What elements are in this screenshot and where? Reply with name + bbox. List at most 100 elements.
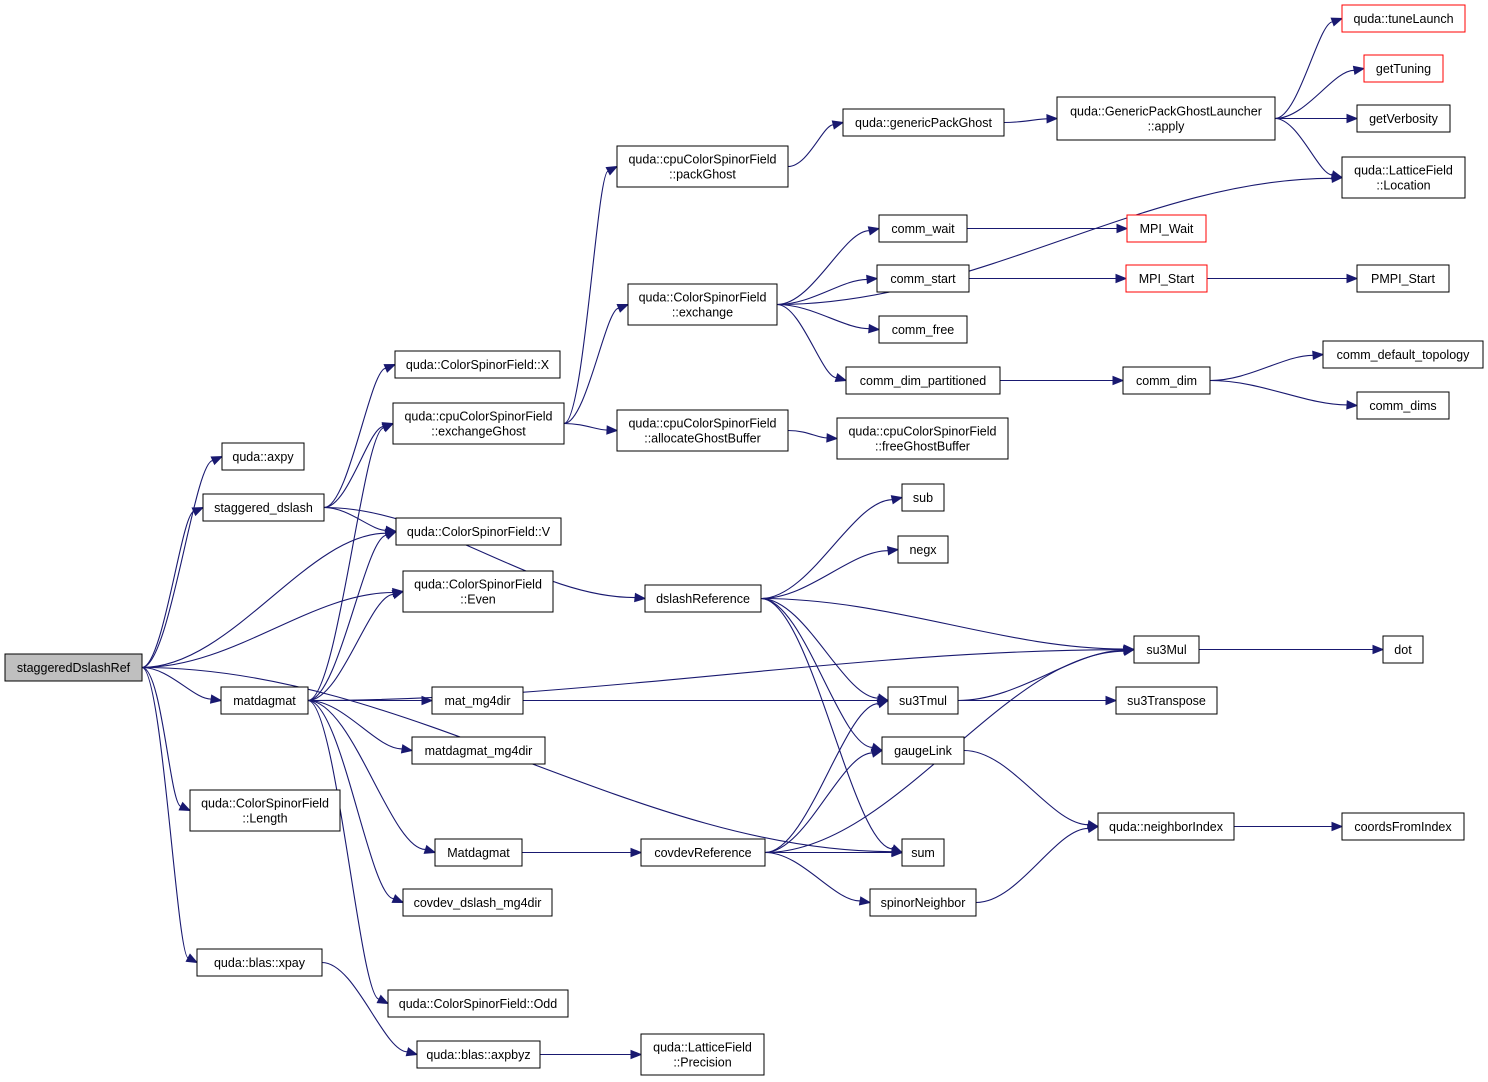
edge-exGhost-packGhost xyxy=(563,165,619,425)
node-sum[interactable]: sum xyxy=(901,838,945,867)
node-allocGB[interactable]: quda::cpuColorSpinorField::allocateGhost… xyxy=(616,409,789,452)
node-commStart[interactable]: comm_start xyxy=(876,264,970,293)
node-box xyxy=(1356,264,1450,293)
node-axpy[interactable]: quda::axpy xyxy=(221,442,305,471)
node-dot[interactable]: dot xyxy=(1382,635,1424,664)
node-commDims[interactable]: comm_dims xyxy=(1356,391,1450,420)
arrow-head-icon xyxy=(1312,350,1325,361)
node-label: spinorNeighbor xyxy=(881,896,966,910)
node-nbIndex[interactable]: quda::neighborIndex xyxy=(1097,812,1235,841)
arrow-head-icon xyxy=(383,363,397,373)
node-Matdag[interactable]: Matdagmat xyxy=(434,838,523,867)
node-freeGB[interactable]: quda::cpuColorSpinorField::freeGhostBuff… xyxy=(836,417,1009,460)
node-getVerb[interactable]: getVerbosity xyxy=(1356,104,1451,133)
node-mpiStart[interactable]: MPI_Start xyxy=(1125,264,1208,293)
node-V[interactable]: quda::ColorSpinorField::V xyxy=(395,517,562,546)
node-su3T[interactable]: su3Transpose xyxy=(1115,686,1218,715)
node-matdag[interactable]: matdagmat xyxy=(220,686,309,715)
node-axpbyz[interactable]: quda::blas::axpbyz xyxy=(416,1040,541,1069)
node-mg4[interactable]: mat_mg4dir xyxy=(431,686,524,715)
node-commFree[interactable]: comm_free xyxy=(878,315,968,344)
node-stag[interactable]: staggered_dslash xyxy=(202,493,325,522)
arrow-head-icon xyxy=(381,422,395,433)
node-exchange[interactable]: quda::ColorSpinorField::exchange xyxy=(627,283,778,326)
node-pmpiStart[interactable]: PMPI_Start xyxy=(1356,264,1450,293)
edge-su3Tmul-su3T xyxy=(958,695,1118,706)
node-location[interactable]: quda::LatticeField::Location xyxy=(1341,156,1466,199)
node-label: su3Mul xyxy=(1146,643,1186,657)
edge-stagRef-matdag xyxy=(141,666,223,704)
node-box xyxy=(395,517,562,546)
node-box xyxy=(1322,340,1484,369)
edge-line xyxy=(307,699,403,750)
node-su3Tmul[interactable]: su3Tmul xyxy=(887,686,959,715)
edge-line xyxy=(323,425,384,509)
node-cdt[interactable]: comm_default_topology xyxy=(1322,340,1484,369)
arrow-head-icon xyxy=(1346,400,1359,410)
node-label: quda::cpuColorSpinorField xyxy=(628,417,776,431)
node-box xyxy=(878,315,968,344)
node-label: staggeredDslashRef xyxy=(17,661,131,675)
node-X[interactable]: quda::ColorSpinorField::X xyxy=(394,350,561,379)
node-Odd[interactable]: quda::ColorSpinorField::Odd xyxy=(387,989,569,1018)
node-label: covdevReference xyxy=(654,846,751,860)
edge-commDim-cdt xyxy=(1209,350,1325,382)
node-tuneLaunch[interactable]: quda::tuneLaunch xyxy=(1341,4,1466,33)
node-box xyxy=(394,350,561,379)
edge-dslashRef-sub xyxy=(760,495,904,600)
node-Even[interactable]: quda::ColorSpinorField::Even xyxy=(402,570,554,613)
node-label: ::packGhost xyxy=(669,168,736,182)
edge-stagRef-axpy xyxy=(141,455,224,669)
node-label: quda::genericPackGhost xyxy=(855,116,992,130)
edge-exchange-commWait xyxy=(776,226,881,306)
node-mdmg4[interactable]: matdagmat_mg4dir xyxy=(411,736,546,765)
arrow-head-icon xyxy=(1105,695,1118,706)
edge-matdag-V xyxy=(307,530,398,702)
edge-line xyxy=(760,597,1125,650)
node-dslashRef[interactable]: dslashReference xyxy=(644,584,762,613)
node-covdevmg[interactable]: covdev_dslash_mg4dir xyxy=(402,888,553,917)
node-gaugeLink[interactable]: gaugeLink xyxy=(881,736,965,765)
edge-line xyxy=(307,593,394,702)
node-box xyxy=(887,686,959,715)
arrow-head-icon xyxy=(209,694,223,704)
node-label: comm_dim_partitioned xyxy=(860,374,986,388)
arrow-head-icon xyxy=(634,592,647,603)
node-coords[interactable]: coordsFromIndex xyxy=(1341,812,1465,841)
node-box xyxy=(387,989,569,1018)
edge-line xyxy=(764,752,873,854)
edge-line xyxy=(760,597,873,748)
node-stagRef[interactable]: staggeredDslashRef xyxy=(4,653,143,682)
node-spinNb[interactable]: spinorNeighbor xyxy=(869,888,977,917)
node-label: quda::axpy xyxy=(232,450,294,464)
node-Length[interactable]: quda::ColorSpinorField::Length xyxy=(189,789,341,832)
node-GPGL[interactable]: quda::GenericPackGhostLauncher::apply xyxy=(1056,96,1276,141)
edge-stag-X xyxy=(323,363,397,509)
node-label: dslashReference xyxy=(656,592,750,606)
node-label: getTuning xyxy=(1376,62,1431,76)
node-negx[interactable]: negx xyxy=(897,535,949,564)
arrow-head-icon xyxy=(876,699,890,709)
node-commDim[interactable]: comm_dim xyxy=(1122,366,1211,395)
node-box xyxy=(901,838,945,867)
node-label: quda::neighborIndex xyxy=(1109,820,1224,834)
node-getTuning[interactable]: getTuning xyxy=(1363,54,1444,83)
node-sub[interactable]: sub xyxy=(901,483,945,512)
node-commDimPart[interactable]: comm_dim_partitioned xyxy=(845,366,1001,395)
node-covdevRef[interactable]: covdevReference xyxy=(640,838,766,867)
node-mpiWait[interactable]: MPI_Wait xyxy=(1126,214,1207,243)
node-commWait[interactable]: comm_wait xyxy=(878,214,968,243)
node-su3Mul[interactable]: su3Mul xyxy=(1133,635,1200,664)
node-box xyxy=(876,264,970,293)
node-xpay[interactable]: quda::blas::xpay xyxy=(196,948,323,977)
edge-line xyxy=(141,460,214,669)
node-genPack[interactable]: quda::genericPackGhost xyxy=(842,108,1005,137)
node-precision[interactable]: quda::LatticeField::Precision xyxy=(640,1033,765,1076)
arrow-head-icon xyxy=(866,274,879,285)
node-exGhost[interactable]: quda::cpuColorSpinorField::exchangeGhost xyxy=(392,402,565,445)
node-box xyxy=(416,1040,541,1069)
edge-commDimPart-commDim xyxy=(1000,375,1125,386)
node-packGhost[interactable]: quda::cpuColorSpinorField::packGhost xyxy=(616,145,789,188)
node-label: ::apply xyxy=(1148,120,1186,134)
node-label: quda::ColorSpinorField::Odd xyxy=(399,997,557,1011)
